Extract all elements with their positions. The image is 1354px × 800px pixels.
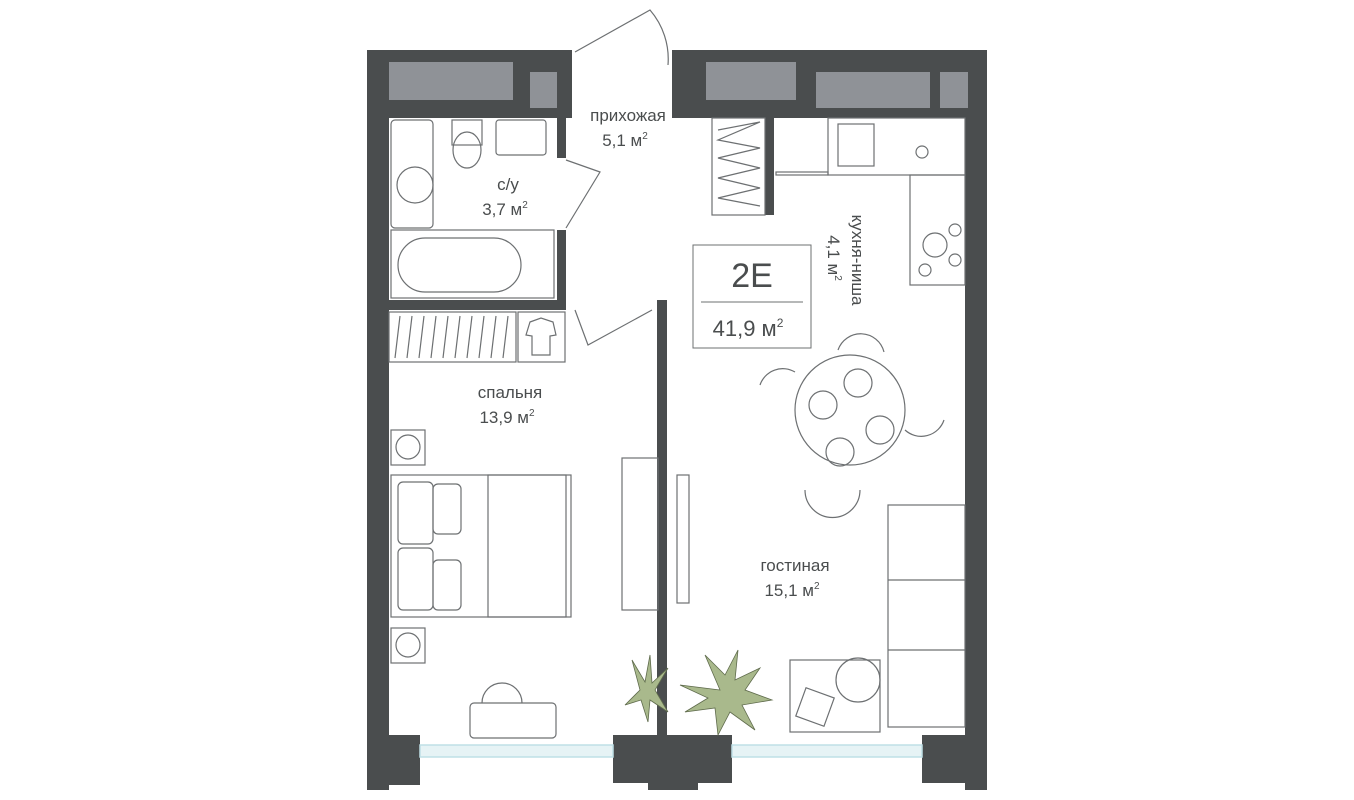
sofa xyxy=(789,504,966,733)
room-name-living: гостиная xyxy=(760,556,829,575)
bathroom-fixtures xyxy=(390,119,555,299)
wardrobes xyxy=(388,117,766,363)
bed xyxy=(390,429,690,739)
exterior-walls xyxy=(367,50,987,790)
doors xyxy=(565,9,669,346)
room-area-bathroom: 3,7 м2 xyxy=(482,200,528,219)
window-insets xyxy=(389,62,968,108)
windows xyxy=(419,744,923,758)
interior-walls xyxy=(389,118,774,735)
kitchen-fixtures xyxy=(775,117,966,286)
room-area-bedroom: 13,9 м2 xyxy=(479,408,535,427)
room-area-hallway: 5,1 м2 xyxy=(602,131,648,150)
room-name-hallway: прихожая xyxy=(590,106,666,125)
room-name-bathroom: с/у xyxy=(497,175,519,194)
room-area-living: 15,1 м2 xyxy=(764,581,820,600)
room-labels: прихожая 5,1 м2 с/у 3,7 м2 спальня 13,9 … xyxy=(478,106,867,600)
plants xyxy=(624,649,774,737)
apartment-type: 2E xyxy=(731,257,773,295)
room-area-kitchen: 4,1 м2 xyxy=(824,235,843,281)
dining-table xyxy=(759,333,945,519)
apartment-info-box: 2E 41,9 м2 xyxy=(692,244,812,349)
room-name-kitchen: кухня-ниша xyxy=(848,215,867,306)
room-name-bedroom: спальня xyxy=(478,383,543,402)
apartment-total-area: 41,9 м2 xyxy=(713,316,784,341)
